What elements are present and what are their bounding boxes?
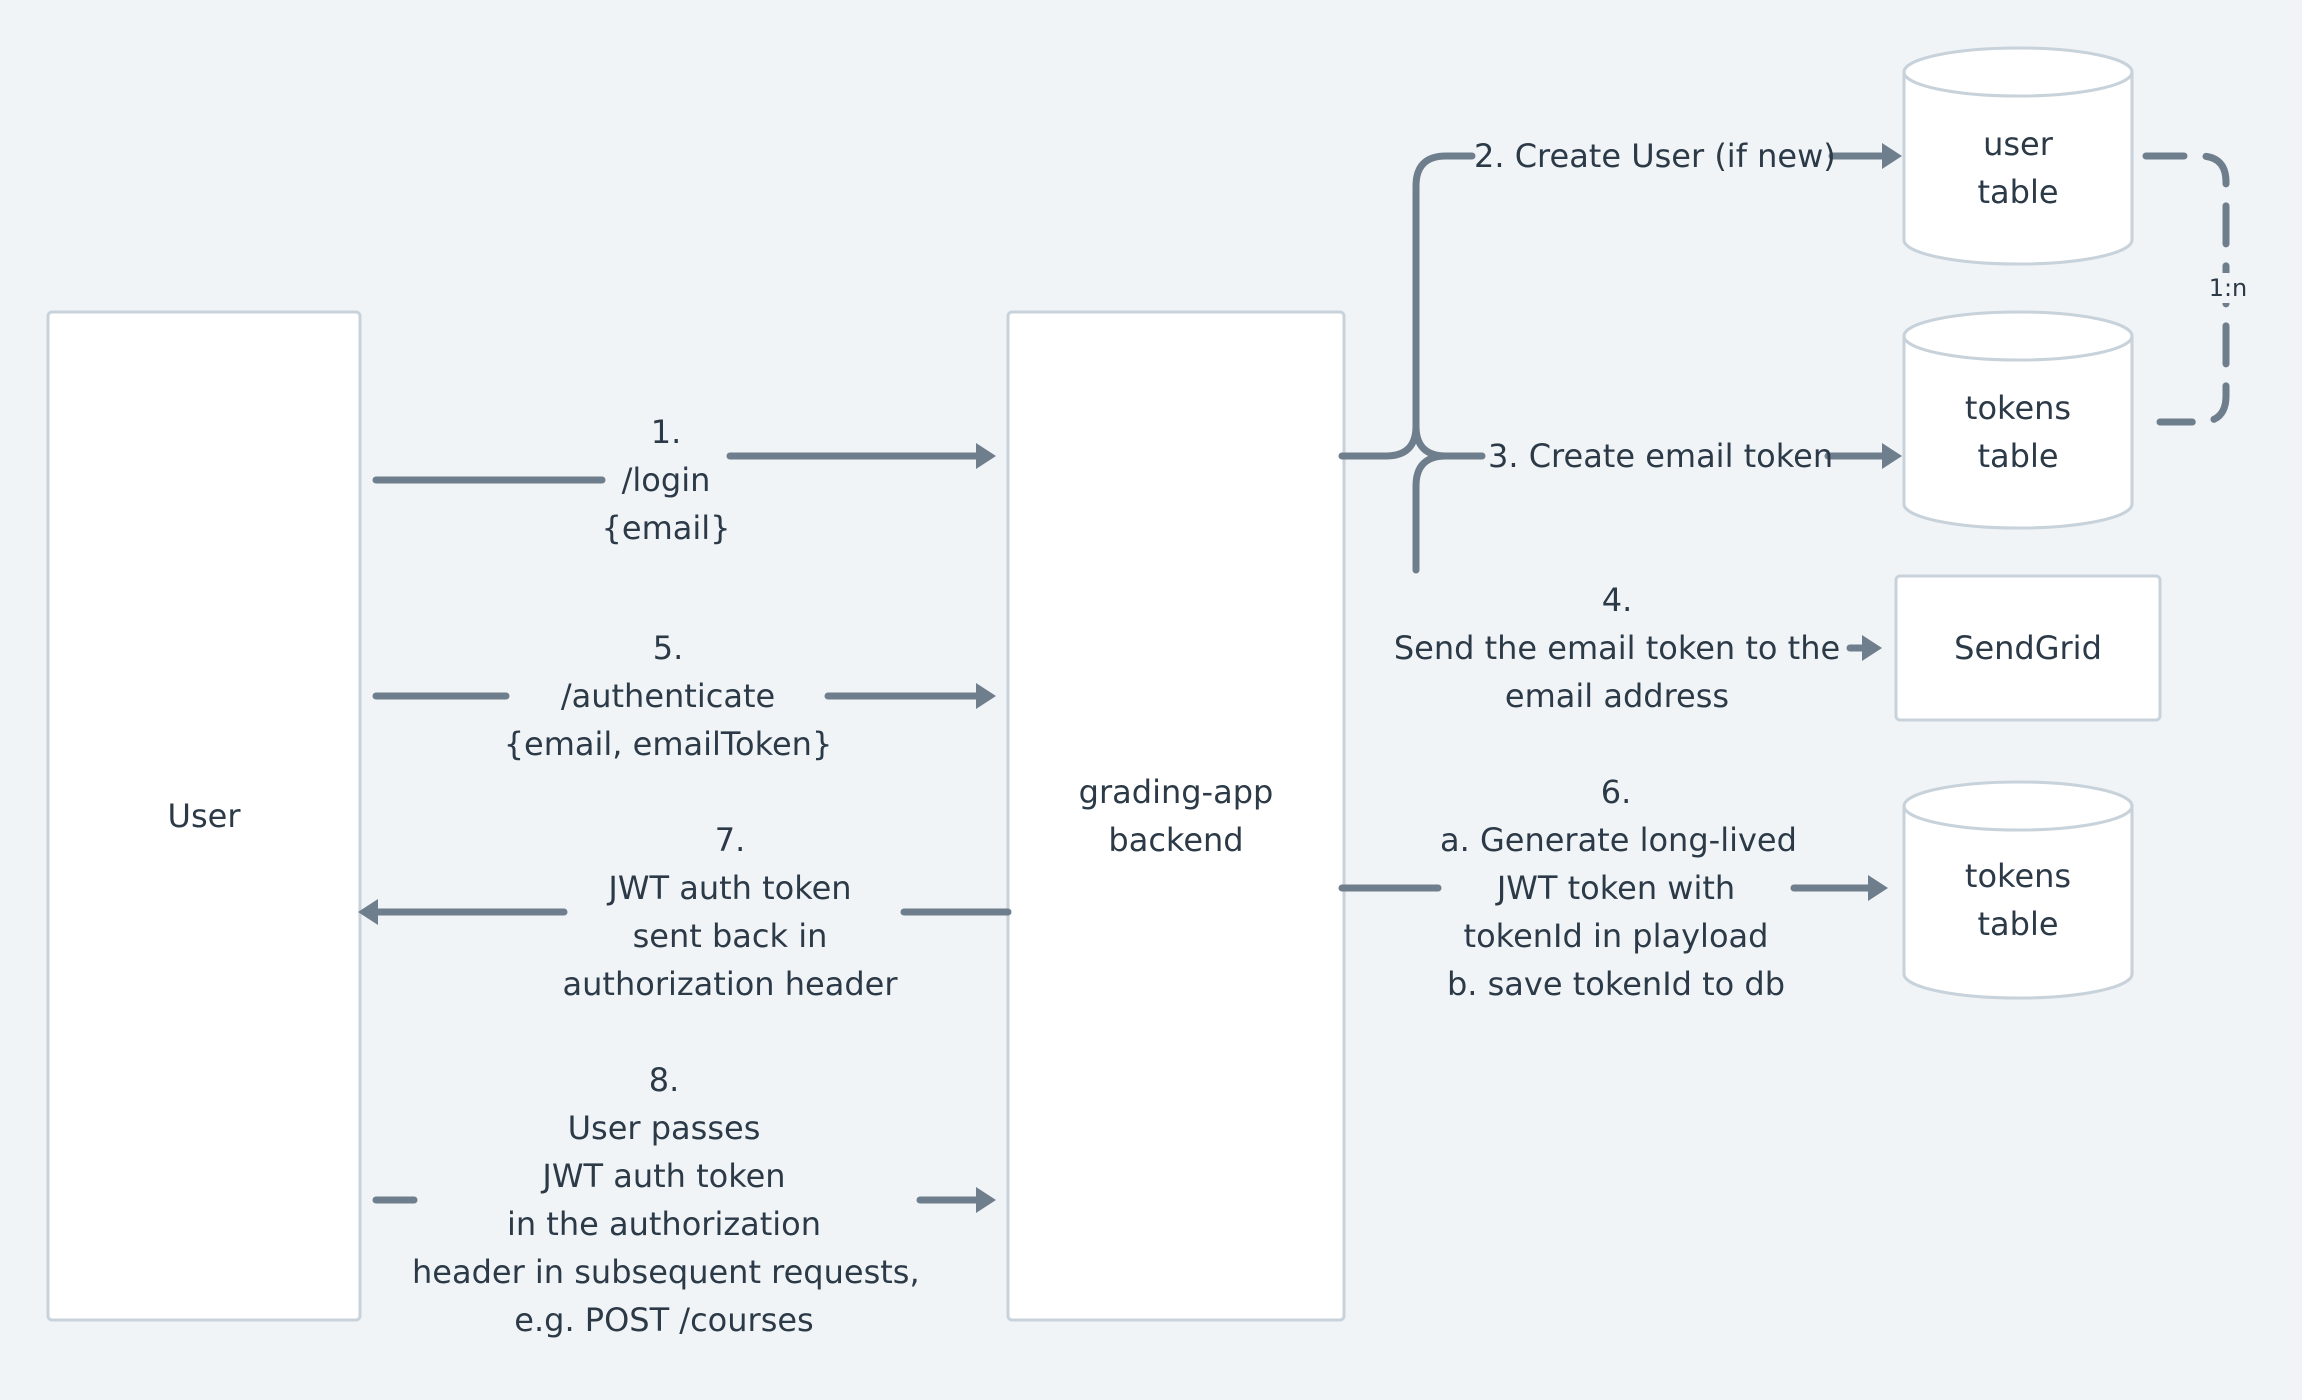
user-table-label-line: table — [1977, 173, 2059, 211]
step6-label-line: b. save tokenId to db — [1446, 965, 1786, 1003]
tokens-table-cylinder-2 — [1902, 780, 2134, 1000]
step4-label-line: 4. — [1601, 581, 1633, 619]
step7-arrow — [358, 899, 1012, 925]
step6-label-line: a. Generate long-lived — [1440, 821, 1797, 859]
relation-label: 1:n — [2198, 273, 2258, 303]
step6-label-line: tokenId in playload — [1463, 917, 1769, 955]
sendgrid-node — [1894, 574, 2162, 722]
step2-label: 2. Create User (if new) — [1474, 137, 1836, 175]
step8-label-line: JWT auth token — [542, 1157, 786, 1195]
step4-arrow — [1846, 635, 1882, 661]
tokens-table-cylinder-1 — [1902, 310, 2134, 530]
step6-arrow — [1338, 875, 1888, 901]
step4-label-line: Send the email token to the — [1393, 629, 1841, 667]
step8-label-line: in the authorization — [506, 1205, 822, 1243]
step7-label-line: JWT auth token — [608, 869, 852, 907]
sendgrid-label: SendGrid — [1954, 629, 2102, 667]
step4-label: 4. Send the email token to the email add… — [1386, 576, 1848, 720]
step5-label-line: {email, emailToken} — [503, 725, 833, 763]
step6-label-line: JWT token with — [1496, 869, 1736, 907]
step6-label-line: 6. — [1600, 773, 1632, 811]
step6-label: 6. a. Generate long-lived JWT token with… — [1440, 768, 1797, 1008]
step7-label-line: 7. — [714, 821, 746, 859]
step2-arrow — [1828, 143, 1902, 169]
step8-label-line: header in subsequent requests, — [412, 1253, 920, 1291]
step3-arrow — [1824, 443, 1902, 469]
tokens-table-1-label: tokens table — [1904, 384, 2132, 480]
user-table-label: user table — [1904, 120, 2132, 216]
backend-node — [1006, 310, 1346, 1322]
step8-label: 8. User passes JWT auth token in the aut… — [412, 1056, 920, 1344]
backend-label: grading-app backend — [1008, 768, 1344, 864]
step1-label-line: /login — [621, 461, 711, 499]
step8-arrow — [372, 1187, 996, 1213]
step3-label: 3. Create email token — [1488, 437, 1834, 475]
tokens-table-1-label-line: table — [1977, 437, 2059, 475]
step5-label-line: 5. — [652, 629, 684, 667]
user-node — [46, 310, 362, 1322]
tokens-table-2-label-line: tokens — [1964, 857, 2072, 895]
step5-label: 5. /authenticate {email, emailToken} — [496, 624, 840, 768]
step1-arrow — [372, 443, 996, 484]
step1-label: 1. /login {email} — [566, 408, 766, 552]
backend-label-line: backend — [1108, 821, 1244, 859]
steps-brace — [1338, 152, 1486, 574]
step7-label: 7. JWT auth token sent back in authoriza… — [560, 816, 900, 1008]
tokens-table-2-label: tokens table — [1904, 852, 2132, 948]
user-label: User — [167, 797, 241, 835]
tokens-table-2-label-line: table — [1977, 905, 2059, 943]
step1-label-line: 1. — [650, 413, 682, 451]
step8-label-line: e.g. POST /courses — [514, 1301, 814, 1339]
step8-label-line: User passes — [567, 1109, 761, 1147]
step5-arrow — [372, 683, 996, 709]
tokens-table-1-label-line: tokens — [1964, 389, 2072, 427]
step8-label-line: 8. — [648, 1061, 680, 1099]
backend-label-line: grading-app — [1078, 773, 1274, 811]
step5-label-line: /authenticate — [560, 677, 776, 715]
user-table-cylinder — [1902, 46, 2134, 266]
step7-label-line: sent back in — [632, 917, 828, 955]
user-table-label-line: user — [1983, 125, 2053, 163]
step4-label-line: email address — [1504, 677, 1730, 715]
step7-label-line: authorization header — [562, 965, 898, 1003]
step1-label-line: {email} — [601, 509, 731, 547]
